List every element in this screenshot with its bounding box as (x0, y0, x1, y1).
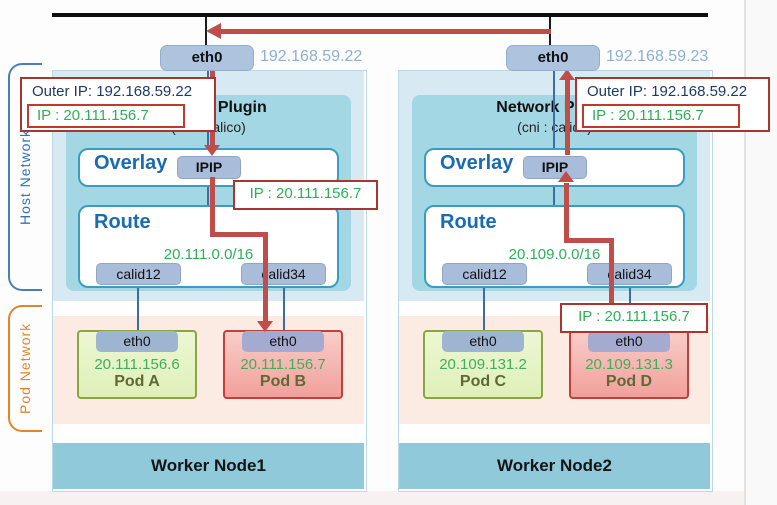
pod-d-ip: 20.109.131.3 (585, 356, 673, 373)
pod-d-name: Pod D (605, 373, 653, 390)
route-panel: Route 20.109.0.0/16 calid12 calid34 (424, 205, 685, 288)
pod-a: eth0 20.111.156.6 Pod A (77, 330, 197, 399)
inner-ip-text: IP : 20.111.156.7 (582, 104, 740, 128)
annotation-outer-ip-right: Outer IP: 192.168.59.22 IP : 20.111.156.… (575, 77, 770, 132)
worker-node2-label: Worker Node2 (497, 456, 612, 475)
inter-node-traffic-arrow (220, 29, 551, 34)
host-network-bracket (8, 63, 42, 291)
pod-b: eth0 20.111.156.7 Pod B (223, 330, 343, 399)
pod-d-eth0-badge: eth0 (588, 331, 670, 352)
route-cidr: 20.111.0.0/16 (163, 246, 254, 263)
pod-network-bracket (8, 305, 42, 432)
route-panel: Route 20.111.0.0/16 calid12 calid34 (78, 205, 339, 288)
red-path-elbow (564, 238, 614, 243)
top-network-bus (52, 13, 708, 17)
eth0-badge: eth0 (160, 45, 254, 71)
outer-ip-text: Outer IP: 192.168.59.22 (32, 83, 193, 100)
worker-node2-box: Worker Node2 Network Plugin (cni : calic… (398, 45, 713, 492)
calid34-badge: calid34 (587, 263, 672, 285)
annotation-pod-ip-left: IP : 20.111.156.7 (233, 180, 378, 210)
pod-b-name: Pod B (259, 373, 307, 390)
red-path-ipip-up (565, 79, 570, 155)
calid12-badge: calid12 (442, 263, 527, 285)
pod-a-eth0-badge: eth0 (96, 331, 178, 352)
pod-d: eth0 20.109.131.3 Pod D (569, 330, 689, 399)
arrow-up-icon (559, 69, 575, 80)
right-margin-area (746, 0, 777, 505)
eth0-badge: eth0 (506, 45, 600, 71)
worker-node1-label: Worker Node1 (151, 456, 266, 475)
arrow-up-icon (558, 171, 574, 182)
pod-c: eth0 20.109.131.2 Pod C (423, 330, 543, 399)
pod-b-ip: 20.111.156.7 (240, 356, 326, 373)
pod-c-eth0-badge: eth0 (442, 331, 524, 352)
pod-network-label: Pod Network (17, 322, 33, 415)
pod-a-ip: 20.111.156.6 (94, 356, 180, 373)
calid34-badge: calid34 (241, 263, 326, 285)
pod-c-ip: 20.109.131.2 (439, 356, 527, 373)
overlay-label: Overlay (94, 152, 168, 174)
outer-ip-text: Outer IP: 192.168.59.22 (587, 83, 748, 100)
pod-b-eth0-badge: eth0 (242, 331, 324, 352)
arrow-left-icon (206, 23, 221, 39)
annotation-outer-ip-left: Outer IP: 192.168.59.22 IP : 20.111.156.… (20, 77, 216, 132)
host-ip-label: 192.168.59.23 (606, 48, 709, 65)
red-path-to-podb (263, 232, 268, 322)
red-path-from-podd (609, 238, 614, 332)
calid12-badge: calid12 (96, 263, 181, 285)
route-cidr: 20.109.0.0/16 (508, 246, 601, 263)
bottom-strip (0, 491, 744, 505)
overlay-panel: Overlay IPIP (424, 148, 685, 187)
calid12-to-poda-line (137, 282, 139, 332)
annotation-pod-ip-right: IP : 20.111.156.7 (560, 303, 708, 333)
route-label: Route (440, 211, 497, 233)
pod-c-name: Pod C (459, 373, 507, 390)
ipip-badge: IPIP (523, 156, 587, 179)
red-path-ipip-down (210, 177, 215, 234)
worker-node2-titlebar: Worker Node2 (399, 443, 710, 489)
arrow-down-icon (204, 145, 220, 156)
red-path-to-ipip (564, 183, 569, 240)
pod-a-name: Pod A (114, 373, 160, 390)
ipip-badge: IPIP (177, 156, 241, 179)
slide-edge-divider (744, 0, 746, 505)
worker-node1-box: Worker Node1 Network Plugin (cni : calic… (52, 45, 367, 492)
calid12-to-podc-line (483, 282, 485, 332)
red-path-elbow (210, 232, 268, 237)
worker-node1-titlebar: Worker Node1 (53, 443, 364, 489)
calid34-to-podb-line (283, 282, 285, 332)
inner-ip-text: IP : 20.111.156.7 (27, 104, 185, 128)
arrow-down-icon (257, 321, 273, 332)
route-label: Route (94, 211, 151, 233)
overlay-label: Overlay (440, 152, 514, 174)
host-ip-label: 192.168.59.22 (260, 48, 363, 65)
host-network-label: Host Network (17, 128, 33, 226)
